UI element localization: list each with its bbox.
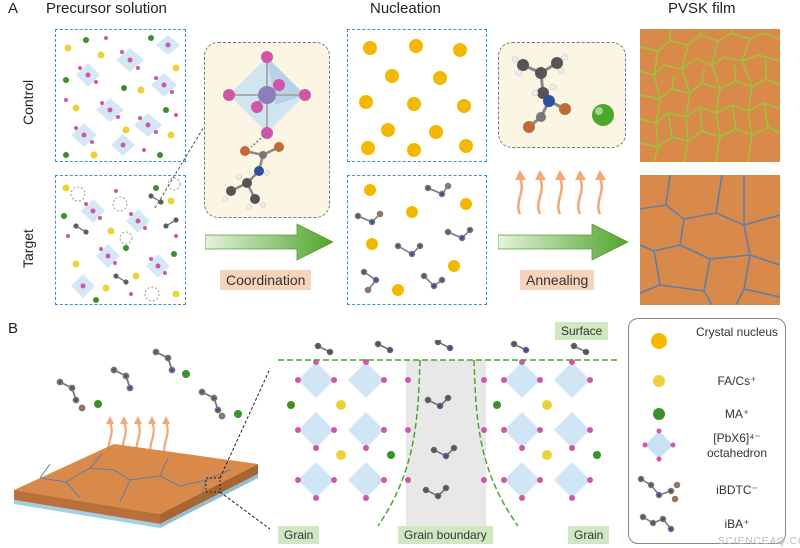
grain-boundary-label: Grain boundary [398, 526, 493, 544]
panel-a-letter: A [8, 0, 19, 17]
target-precursor-particles [61, 177, 181, 303]
row-label-target: Target [20, 229, 36, 268]
heat-arrows-a [515, 170, 606, 215]
annealing-arrow [498, 223, 629, 261]
control-nucleation-box [347, 29, 487, 162]
zoom-connector-lines [154, 124, 206, 209]
coordination-complex-structure [222, 51, 311, 210]
ma-icon [653, 408, 665, 420]
target-nuclei-and-ligands [354, 182, 474, 296]
grain-right-label: Grain [568, 526, 610, 544]
legend-ibdtc: iBDTC⁻ [716, 483, 758, 497]
lattice-structure [278, 340, 618, 528]
target-precursor-box [55, 175, 186, 305]
control-film [640, 29, 780, 162]
title-pvsk-film: PVSK film [668, 0, 736, 17]
title-nucleation: Nucleation [370, 0, 441, 17]
control-precursor-particles [63, 35, 180, 159]
legend-iba: iBA⁺ [724, 517, 750, 531]
grain-boundary-lattice [278, 340, 618, 528]
octahedron-icon [642, 428, 676, 462]
annealing-label: Annealing [520, 270, 595, 290]
legend-fa-cs: FA/Cs⁺ [717, 374, 757, 388]
target-film-grains [640, 175, 780, 305]
coordination-label: Coordination [220, 270, 312, 290]
legend-octahedron: [PbX6]⁴⁻ octahedron [706, 431, 768, 460]
control-nuclei [359, 39, 473, 157]
control-precursor-box [55, 29, 186, 162]
iba-molecule-zoom [498, 42, 626, 148]
target-nucleation-box [347, 175, 487, 305]
coordination-arrow [205, 223, 334, 261]
crystal-nucleus-icon [651, 333, 667, 349]
surface-label: Surface [555, 322, 609, 340]
panel-b-letter: B [8, 320, 19, 337]
fa-cs-icon [653, 375, 665, 387]
ibdtc-molecule-icon [637, 475, 681, 503]
grain-left-label: Grain [278, 526, 320, 544]
watermark: SCIENCEAQ.COM [718, 536, 800, 547]
target-film [640, 175, 780, 305]
coordination-complex-zoom [204, 42, 330, 218]
title-precursor-solution: Precursor solution [46, 0, 167, 17]
legend-ma: MA⁺ [724, 407, 750, 421]
iba-molecule-structure [511, 53, 614, 133]
control-film-grains [640, 29, 780, 162]
iba-molecule-icon [639, 513, 675, 533]
film-slab-illustration [14, 348, 270, 530]
legend-symbols [637, 333, 681, 533]
legend-crystal-nucleus: Crystal nucleus [695, 325, 779, 339]
legend: Crystal nucleus FA/Cs⁺ MA⁺ [PbX6]⁴⁻ octa… [628, 318, 786, 544]
row-label-control: Control [20, 79, 36, 125]
